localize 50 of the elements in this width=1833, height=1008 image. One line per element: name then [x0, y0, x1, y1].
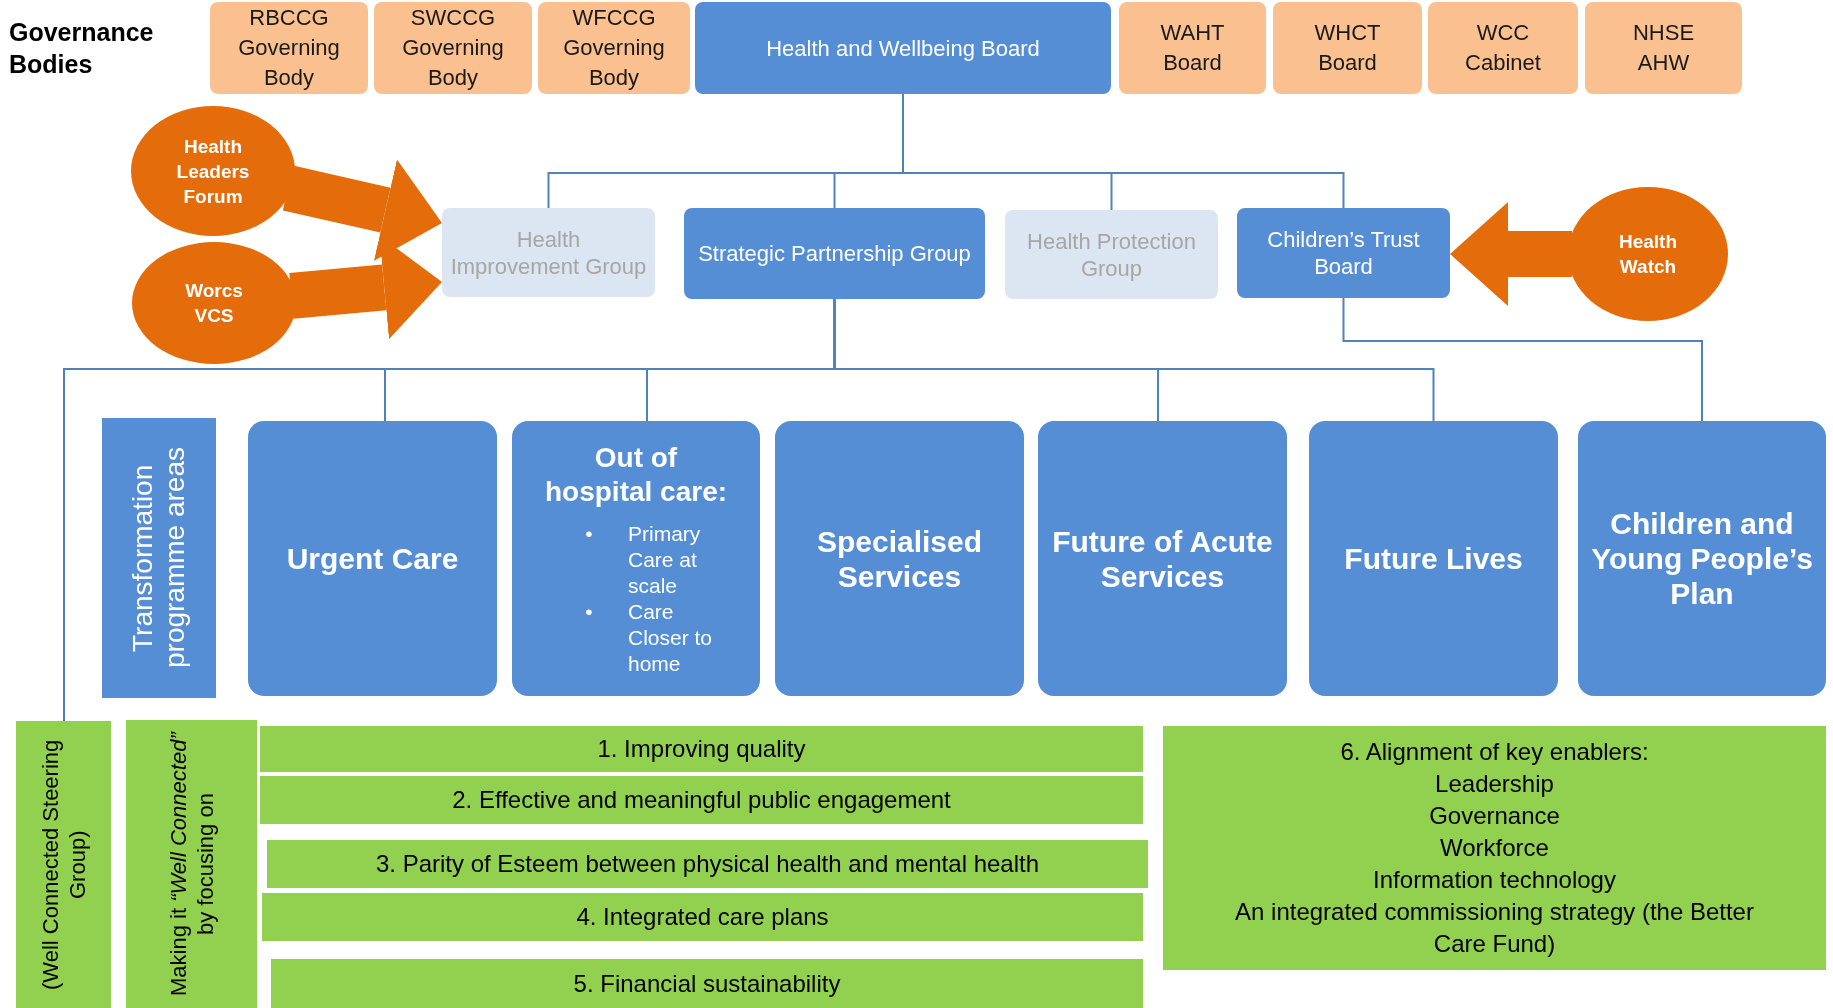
governance-box: SWCCG Governing Body [374, 2, 532, 94]
vertical-text: Transformation programme areas [127, 446, 191, 671]
box-heading: 6. Alignment of key enablers: [1340, 737, 1649, 767]
box-line: An integrated commissioning strategy (the Better Care Fund) [1234, 897, 1755, 959]
area-title: Out of hospital care: [543, 440, 729, 509]
board-box: Health and Wellbeing Board [695, 2, 1111, 94]
focus-box: 4. Integrated care plans [262, 893, 1143, 941]
vertical-text: (Well Connected Steering Group) [36, 738, 91, 992]
bullet-mark: • [584, 520, 594, 547]
block-arrow [1450, 202, 1572, 306]
group-box: Health Protection Group [1005, 210, 1218, 299]
governance-box: WAHT Board [1119, 2, 1266, 94]
programme-area-box [512, 421, 760, 696]
focus-box: 1. Improving quality [260, 726, 1143, 772]
bullet-mark: • [584, 598, 594, 625]
box-line: Workforce [1440, 833, 1549, 863]
programme-area-box: Specialised Services [775, 421, 1024, 696]
block-arrow [282, 159, 442, 261]
focus-box: 3. Parity of Esteem between physical health and mental health [267, 840, 1148, 888]
callout-text: Health Leaders Forum [175, 134, 251, 209]
focus-box: 5. Financial sustainability [271, 959, 1143, 1008]
connector-line [1342, 297, 1703, 422]
governance-box: WHCT Board [1273, 2, 1422, 94]
programme-area-box: Urgent Care [248, 421, 497, 696]
connector-line [63, 298, 836, 722]
group-box: Health Improvement Group [442, 208, 655, 297]
forum-circle [131, 106, 295, 236]
box-line: Leadership [1435, 769, 1554, 799]
section-label-box [102, 418, 216, 698]
governance-box: WCC Cabinet [1428, 2, 1578, 94]
board-box: Strategic Partnership Group [684, 208, 985, 299]
board-box: Children’s Trust Board [1237, 208, 1450, 298]
bullet-text: Care Closer to home [628, 598, 714, 677]
callout-text: Worcs VCS [184, 279, 244, 328]
programme-area-box: Future Lives [1309, 421, 1558, 696]
callout-text: Health Watch [1617, 230, 1679, 279]
side-label-box [126, 720, 257, 1008]
governance-box: RBCCG Governing Body [210, 2, 368, 94]
programme-area-box: Children and Young People’s Plan [1578, 421, 1826, 696]
programme-area-box: Future of Acute Services [1038, 421, 1287, 696]
box-line: Governance [1429, 801, 1560, 831]
side-label-box [16, 721, 111, 1008]
bullet-text: Primary Care at scale [628, 520, 702, 599]
section-heading: Governance Bodies [9, 17, 155, 80]
governance-box: WFCCG Governing Body [538, 2, 690, 94]
forum-circle [132, 242, 296, 364]
governance-box: NHSE AHW [1585, 2, 1742, 94]
focus-box: 2. Effective and meaningful public engagement [260, 776, 1143, 824]
focus-box [1163, 726, 1826, 970]
box-line: Information technology [1373, 865, 1616, 895]
